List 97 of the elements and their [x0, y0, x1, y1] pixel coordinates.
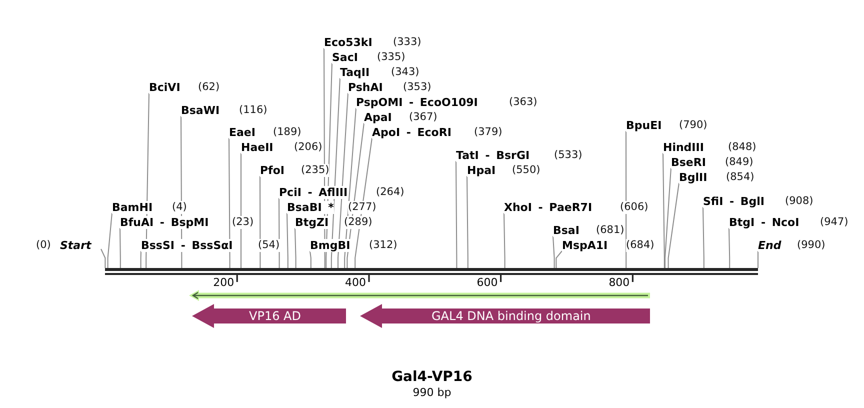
leader-line [260, 176, 261, 268]
dna-backbone [105, 268, 758, 275]
sequence-length: 990 bp [412, 386, 452, 399]
leader-line [668, 182, 680, 268]
map-title: Gal4-VP16 [392, 368, 472, 386]
site-name: TaqII [340, 66, 370, 78]
site-name: PciI - AflIII [279, 186, 348, 198]
site-name: PshAI [348, 80, 383, 94]
site-name: HindIII [663, 140, 704, 154]
site-name: TatI - BsrGI [456, 148, 530, 162]
site-name: End [758, 238, 782, 252]
scale-label: 600 [476, 276, 498, 288]
site-position: (533) [554, 148, 582, 162]
site-position: (681) [596, 224, 624, 236]
scale-label: 800 [608, 276, 630, 288]
open-reading-frame [189, 290, 650, 300]
scale-label: 200 [213, 276, 234, 288]
leader-line [552, 236, 555, 268]
leader-line [278, 198, 280, 268]
site-name: PspOMI - EcoO109I [356, 96, 478, 108]
site-name: BseRI [671, 156, 706, 168]
leader-line [664, 168, 672, 268]
site-position: (363) [509, 96, 538, 108]
site-position: (4) [172, 200, 187, 214]
site-position: (312) [369, 238, 398, 252]
leader-line [702, 206, 704, 268]
site-position: (54) [258, 238, 280, 252]
site-position: (206) [294, 140, 322, 154]
site-position: (62) [198, 80, 220, 94]
feature-label: VP16 AD [249, 309, 301, 323]
site-name: HpaI [467, 164, 496, 176]
site-name: Eco53kI [324, 36, 372, 48]
site-name: BmgBI [310, 238, 350, 252]
leader-line [626, 130, 627, 268]
site-position: (367) [409, 110, 438, 124]
site-name: BsaBI * [287, 200, 334, 214]
leader-line [100, 248, 106, 268]
site-position: (550) [512, 164, 540, 176]
site-name: EaeI [229, 126, 256, 138]
site-position: (854) [726, 170, 754, 184]
site-name: BamHI [112, 200, 153, 214]
leader-line [140, 250, 142, 268]
site-position: (335) [377, 50, 406, 64]
site-position: (235) [301, 164, 330, 176]
leader-line [286, 212, 288, 268]
site-name: BpuEI [626, 118, 662, 132]
site-name: XhoI - PaeR7I [504, 200, 592, 214]
site-position: (353) [403, 80, 432, 94]
site-position: (908) [785, 194, 814, 208]
leader-line [338, 92, 348, 268]
site-name: ApoI - EcoRI [372, 126, 452, 138]
site-name: PfoI [260, 164, 284, 176]
site-position: (0) [36, 238, 51, 252]
site-position: (606) [620, 200, 648, 214]
site-position: (684) [626, 238, 654, 252]
site-name: BsaI [553, 224, 580, 236]
site-name: BfuAI - BspMI [120, 216, 209, 228]
site-position: (264) [376, 186, 404, 198]
leader-line [556, 250, 562, 268]
site-name: BtgZI [295, 216, 329, 228]
site-name: BtgI - NcoI [729, 216, 800, 228]
site-position: (116) [239, 104, 268, 116]
site-name: BsaWI [181, 104, 220, 116]
site-position: (189) [273, 126, 302, 138]
site-name: HaeII [241, 140, 274, 154]
scale-label: 400 [345, 276, 366, 288]
leader-line [228, 138, 230, 268]
site-name: BciVI [149, 80, 180, 94]
leader-line [107, 212, 112, 268]
site-name: SfiI - BglI [703, 194, 765, 208]
leader-line [662, 152, 665, 268]
leader-line [120, 228, 121, 268]
site-position: (849) [725, 156, 754, 168]
leader-line [456, 160, 458, 268]
site-name: BglII [679, 170, 708, 184]
site-name: SacI [332, 50, 358, 64]
leader-line [504, 212, 506, 268]
site-position: (277) [348, 200, 376, 214]
site-position: (790) [679, 118, 708, 132]
leader-line [728, 228, 730, 268]
site-position: (379) [474, 126, 502, 138]
site-position: (289) [344, 216, 372, 228]
site-name: ApaI [364, 110, 392, 124]
feature-label: GAL4 DNA binding domain [432, 309, 591, 323]
site-position: (848) [728, 140, 756, 154]
leader-line [294, 228, 296, 268]
leader-line [466, 176, 468, 268]
leader-line [240, 152, 242, 268]
site-position: (343) [391, 66, 420, 78]
site-position: (990) [797, 238, 826, 252]
site-name: Start [60, 238, 92, 252]
site-position: (23) [232, 216, 254, 228]
site-name: MspA1I [562, 238, 608, 252]
site-position: (333) [393, 36, 422, 48]
leader-line [310, 250, 312, 268]
site-position: (947) [820, 216, 848, 228]
site-name: BssSI - BssSαI [141, 238, 233, 252]
